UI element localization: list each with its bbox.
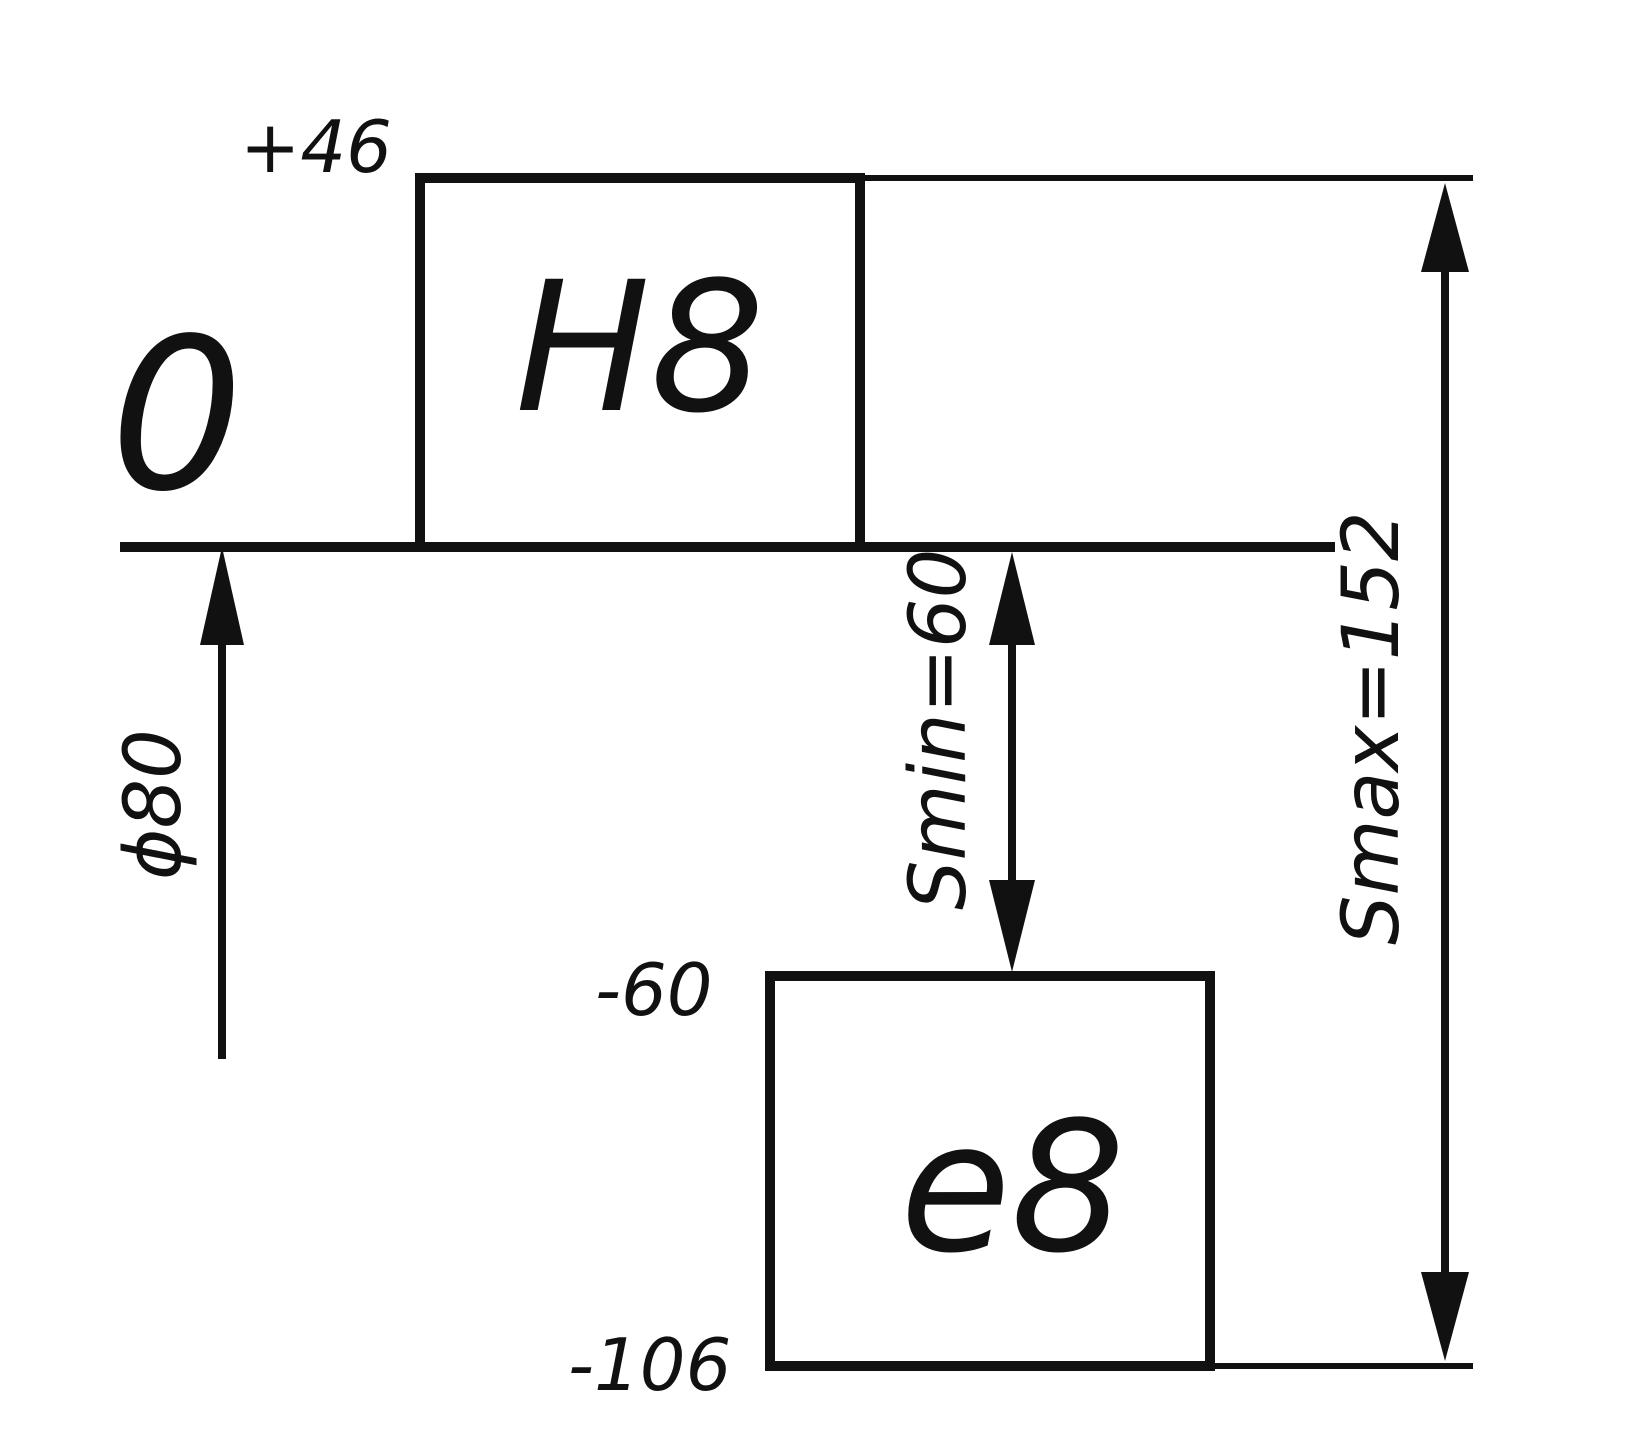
shaft-tolerance-field — [765, 971, 1215, 1371]
smax-arrowhead-bottom — [1421, 1272, 1469, 1361]
shaft-field-label: e8 — [900, 1084, 1125, 1293]
zero-line-label: 0 — [110, 293, 244, 538]
smax-arrowhead-top — [1421, 183, 1469, 272]
smin-arrowhead-top — [989, 552, 1035, 645]
hole-upper-deviation-label: +46 — [240, 105, 392, 189]
nominal-size-arrowhead — [200, 547, 244, 645]
nominal-size-label: ϕ80 — [109, 729, 199, 880]
shaft-upper-deviation-label: -60 — [595, 948, 713, 1032]
clearance-max-label: Smax=152 — [1327, 511, 1417, 945]
smin-arrowhead-bottom — [989, 880, 1035, 972]
hole-field-label: H8 — [515, 244, 765, 453]
clearance-min-label: Smin=60 — [894, 549, 984, 910]
hole-tolerance-field — [415, 173, 865, 552]
shaft-lower-deviation-label: -106 — [568, 1323, 731, 1407]
